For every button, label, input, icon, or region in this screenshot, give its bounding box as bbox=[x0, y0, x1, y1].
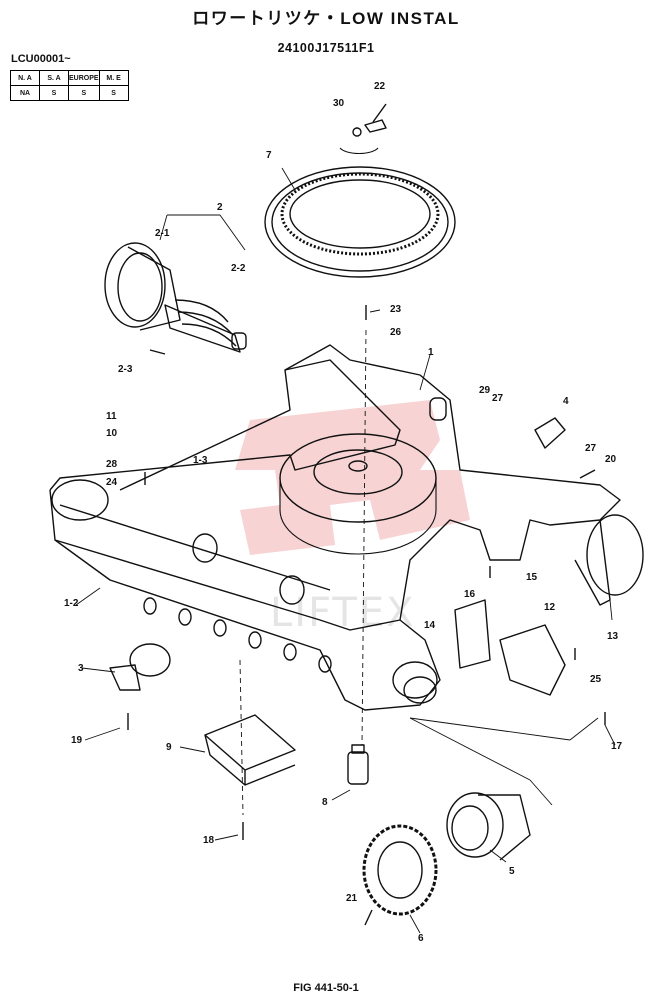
region-value: S bbox=[98, 85, 129, 101]
idler-recoil-assembly bbox=[104, 242, 247, 355]
callout-24: 24 bbox=[106, 477, 118, 488]
center-frame-hub bbox=[279, 433, 437, 555]
track-guard bbox=[204, 714, 296, 786]
grease-cylinder bbox=[534, 417, 566, 449]
callout-17: 17 bbox=[611, 741, 623, 752]
callout-2-3: 2-3 bbox=[118, 364, 133, 375]
callout-8: 8 bbox=[322, 797, 328, 808]
callout-1-2: 1-2 bbox=[64, 598, 79, 609]
callout-21: 21 bbox=[346, 893, 358, 904]
callout-5: 5 bbox=[509, 866, 515, 877]
callout-6: 6 bbox=[418, 933, 424, 944]
figure-number: FIG 441-50-1 bbox=[293, 982, 359, 994]
sprocket bbox=[362, 824, 438, 916]
cover-plates bbox=[454, 599, 566, 696]
callout-14: 14 bbox=[424, 620, 436, 631]
serial-range: LCU00001~ bbox=[11, 53, 71, 65]
callout-19: 19 bbox=[71, 735, 83, 746]
callout-16: 16 bbox=[464, 589, 476, 600]
callout-15: 15 bbox=[526, 572, 538, 583]
callout-7: 7 bbox=[266, 150, 272, 161]
callout-4: 4 bbox=[563, 396, 569, 407]
callout-30: 30 bbox=[333, 98, 345, 109]
callout-1-3: 1-3 bbox=[193, 455, 208, 466]
callout-2-2: 2-2 bbox=[231, 263, 246, 274]
callout-23: 23 bbox=[390, 304, 402, 315]
swing-bearing bbox=[264, 166, 456, 278]
carrier-roller bbox=[109, 643, 171, 691]
callout-10: 10 bbox=[106, 428, 118, 439]
callout-20: 20 bbox=[605, 454, 617, 465]
center-joint bbox=[347, 744, 369, 785]
callout-28: 28 bbox=[106, 459, 118, 470]
callout-29: 29 bbox=[479, 385, 491, 396]
bolts bbox=[127, 305, 606, 926]
stopper-bracket bbox=[339, 103, 387, 155]
callout-18: 18 bbox=[203, 835, 215, 846]
centerlines bbox=[239, 329, 367, 816]
callout-25: 25 bbox=[590, 674, 602, 685]
callout-13: 13 bbox=[607, 631, 619, 642]
callout-2: 2 bbox=[217, 202, 223, 213]
callout-12: 12 bbox=[544, 602, 556, 613]
part-number: 24100J17511F1 bbox=[277, 41, 375, 55]
leader-lines bbox=[75, 167, 616, 934]
callout-2-1: 2-1 bbox=[155, 228, 170, 239]
watermark-logo bbox=[235, 400, 470, 555]
callout-22: 22 bbox=[374, 81, 386, 92]
diagram-title: ロワートリツケ・LOW INSTAL bbox=[192, 9, 460, 28]
callout-27-second: 27 bbox=[585, 443, 597, 454]
callout-11: 11 bbox=[106, 411, 117, 422]
callout-1: 1 bbox=[428, 347, 434, 358]
callout-3: 3 bbox=[78, 663, 84, 674]
track-frame bbox=[49, 344, 644, 711]
callout-27: 27 bbox=[492, 393, 504, 404]
watermark-text: LIFTEX bbox=[270, 590, 416, 636]
callout-26: 26 bbox=[390, 327, 402, 338]
region-table: N. A S. A EUROPE M. E NA S S S bbox=[10, 70, 129, 101]
callout-9: 9 bbox=[166, 742, 172, 753]
region-value: S bbox=[39, 85, 69, 101]
travel-motor bbox=[446, 792, 531, 861]
